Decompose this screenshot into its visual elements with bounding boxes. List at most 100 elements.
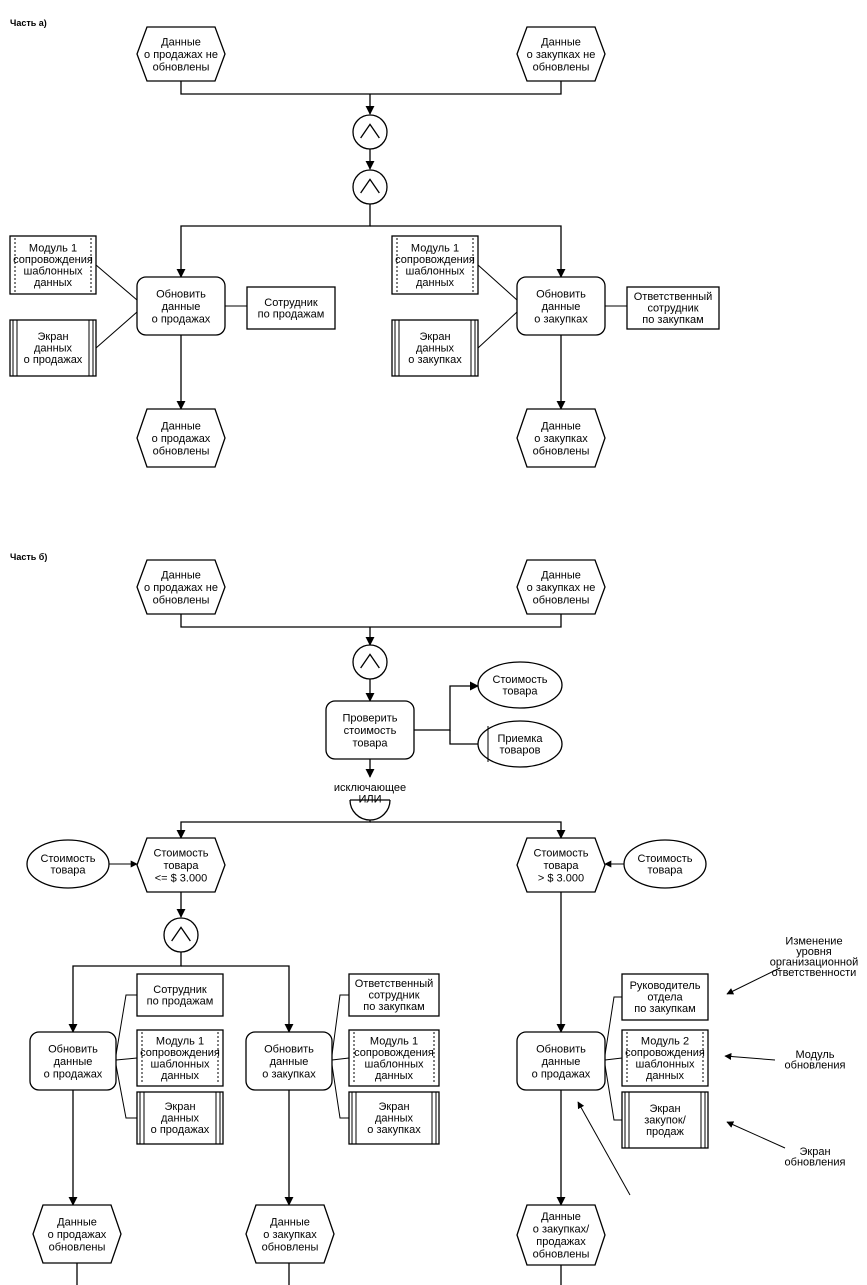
node-text-line: Приемка [497, 733, 543, 745]
node-text-line: обновления [785, 1059, 846, 1071]
node-text-line: сотрудник [647, 303, 698, 315]
connector [180, 614, 562, 628]
node-text-line: о продажах [152, 313, 211, 325]
node-text-line: отдела [647, 992, 683, 1004]
connector [449, 730, 478, 745]
node-text-line: данных [34, 343, 73, 355]
node-text-line: обновлены [153, 594, 210, 606]
node-text-line: Экран [164, 1101, 195, 1113]
node-text-line: данных [34, 277, 73, 289]
node-text-line: обновлены [533, 61, 590, 73]
node-text-line: Стоимость [153, 847, 208, 859]
node-text-line: Проверить [342, 712, 397, 724]
node-text-line: <= $ 3.000 [155, 872, 208, 884]
assignment-line [331, 994, 349, 1056]
node-text-line: Данные [541, 36, 581, 48]
node-text-line: организационной [770, 956, 858, 968]
assignment-line [115, 1057, 138, 1061]
node-text-line: о продажах [24, 354, 83, 366]
node-text-line: о закупках не [527, 582, 596, 594]
assignment-line [477, 264, 518, 301]
node-text-line: о закупках/ [533, 1224, 590, 1236]
assignment-line [724, 1053, 776, 1061]
node-text-line: данных [416, 277, 455, 289]
node-text-line: Сотрудник [264, 297, 318, 309]
assignment-line [95, 311, 138, 349]
node-text-line: шаблонных [636, 1058, 695, 1070]
node-text-line: сопровождения [354, 1047, 434, 1059]
node-text-line: обновлены [262, 1241, 319, 1253]
node-text-line: Модуль 2 [641, 1035, 689, 1047]
node-text-line: о закупках [534, 433, 588, 445]
node-text-line: о закупках [367, 1124, 421, 1136]
connector [176, 204, 371, 278]
connector [414, 681, 479, 731]
node-text-line: Экран [649, 1103, 680, 1115]
node-text-line: товара [50, 864, 86, 876]
assignment-line [115, 994, 137, 1056]
node-text-line: обновлены [533, 594, 590, 606]
node-text-line: о закупках [408, 354, 462, 366]
node-text-line: Обновить [264, 1043, 314, 1055]
node-text-line: уровня [796, 946, 832, 958]
node-text-line: Данные [541, 420, 581, 432]
node-text-line: Данные [270, 1216, 310, 1228]
and-gate-4 [163, 917, 199, 953]
connector-lines [68, 81, 786, 1285]
and-gate-2 [352, 169, 388, 205]
node-text-line: Обновить [48, 1043, 98, 1055]
node-text-line: о закупках не [527, 49, 596, 61]
node-text-line: Данные [541, 1211, 581, 1223]
and-gate-3 [352, 644, 388, 680]
node-text-line: сопровождения [13, 254, 93, 266]
node-text-line: Стоимость [492, 674, 547, 686]
node-text-line: о продажах [48, 1229, 107, 1241]
node-text-line: данные [542, 301, 581, 313]
node-text-line: по закупкам [363, 1001, 424, 1013]
node-text-line: Стоимость [637, 853, 692, 865]
assignment-line [726, 1121, 786, 1149]
node-text-line: о закупках [263, 1229, 317, 1241]
and-gate-1 [352, 114, 388, 150]
connector [68, 952, 182, 1033]
node-text-line: Экран [419, 331, 450, 343]
node-text-line: товара [647, 864, 683, 876]
node-text-line: товара [502, 685, 538, 697]
node-text-line: Модуль [796, 1049, 835, 1061]
node-text-line: данные [162, 301, 201, 313]
connector [370, 225, 566, 278]
node-text-line: по продажам [147, 995, 214, 1007]
node-text-line: Изменение [785, 935, 842, 947]
node-text-line: о продажах не [144, 49, 218, 61]
node-text-line: обновлены [533, 445, 590, 457]
node-text-line: ответственности [772, 967, 857, 979]
node-text-line: данных [375, 1070, 414, 1082]
node-text-line: закупок/ [644, 1115, 686, 1127]
node-text-line: о продажах не [144, 582, 218, 594]
node-text-line: данных [161, 1070, 200, 1082]
node-text-line: по закупкам [642, 314, 703, 326]
node-text-line: товара [352, 737, 388, 749]
node-text-line: Обновить [536, 1043, 586, 1055]
connector [180, 81, 562, 95]
node-text-line: Данные [161, 420, 201, 432]
